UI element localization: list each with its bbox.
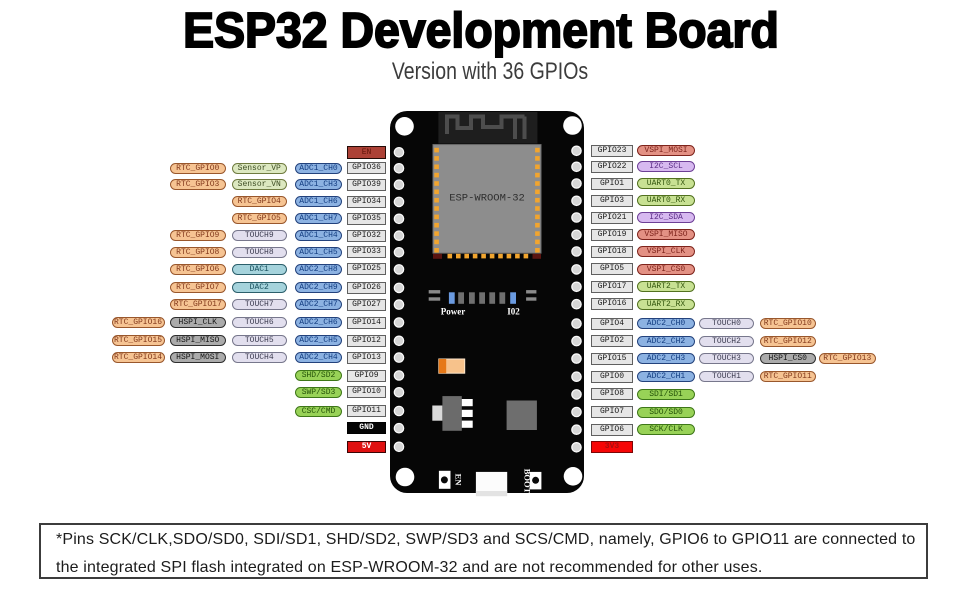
svg-text:ESP-WROOM-32: ESP-WROOM-32 bbox=[449, 193, 525, 205]
svg-text:EN: EN bbox=[454, 474, 464, 487]
svg-text:I02: I02 bbox=[507, 307, 520, 317]
svg-text:BOOT: BOOT bbox=[522, 469, 532, 494]
svg-text:Power: Power bbox=[441, 307, 466, 317]
